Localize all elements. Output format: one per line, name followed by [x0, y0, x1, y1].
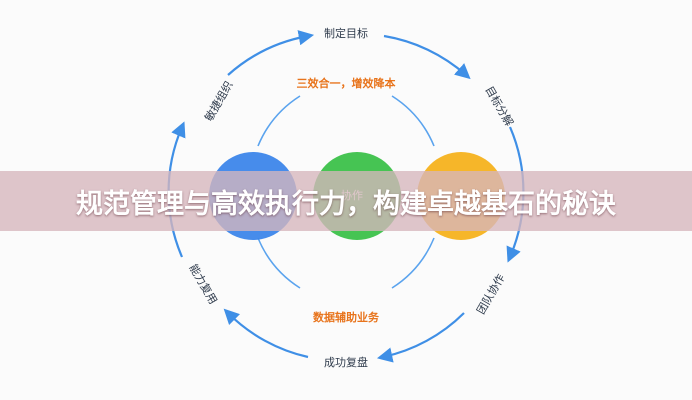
node-label-bottom-left: 能力复用	[186, 261, 220, 306]
node-label-top-right: 目标分解	[482, 83, 516, 128]
node-label-bottom-right: 团队协作	[473, 271, 507, 316]
node-label-bottom: 成功复盘	[324, 355, 368, 369]
node-label-top-left: 敏捷组织	[201, 78, 235, 123]
node-label-top: 制定目标	[324, 26, 368, 40]
inner-bottom-label: 数据辅助业务	[313, 310, 380, 324]
inner-ring	[257, 95, 435, 289]
inner-top-label: 三效合一，增效降本	[297, 76, 396, 90]
title-banner: 规范管理与高效执行力，构建卓越基石的秘诀	[0, 171, 692, 231]
banner-title: 规范管理与高效执行力，构建卓越基石的秘诀	[76, 188, 616, 220]
